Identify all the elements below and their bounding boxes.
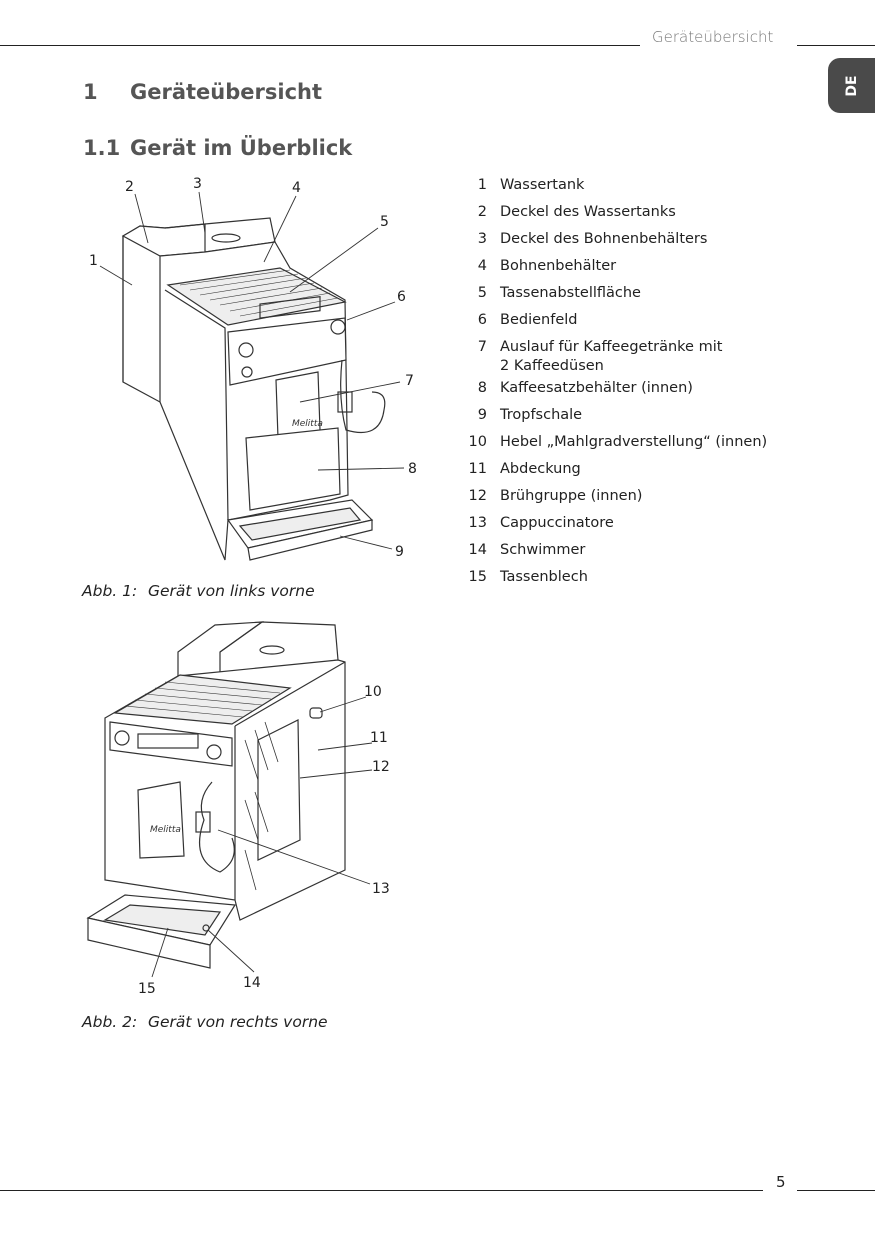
item-number: 9	[477, 407, 487, 423]
subsection-title: Gerät im Überblick	[130, 136, 353, 160]
callout-1: 1	[89, 253, 98, 269]
figure-1-label: Abb. 1:	[82, 582, 138, 600]
list-item: 6 Bedienfeld	[460, 311, 790, 338]
item-label: Kaffeesatzbehälter (innen)	[500, 380, 693, 396]
figure-2-caption-text: Gerät von rechts vorne	[148, 1013, 328, 1031]
callout-8: 8	[408, 461, 417, 477]
svg-text:Melitta: Melitta	[292, 419, 323, 429]
list-item: 7 Auslauf für Kaffeegetränke mit 2 Kaffeed…	[460, 338, 790, 379]
section-heading: 1 Geräteübersicht	[83, 80, 322, 104]
item-number: 6	[477, 312, 487, 328]
list-item: 1 Wassertank	[460, 176, 790, 203]
running-title: Geräteübersicht	[652, 28, 774, 46]
item-number: 1	[477, 177, 487, 193]
list-item: 14 Schwimmer	[460, 541, 790, 568]
section-title: Geräteübersicht	[130, 80, 323, 104]
parts-list: 1 Wassertank 2 Deckel des Wassertanks 3 Dec…	[460, 176, 790, 595]
list-item: 2 Deckel des Wassertanks	[460, 203, 790, 230]
item-number: 5	[477, 285, 487, 301]
figure-2-label: Abb. 2:	[82, 1013, 138, 1031]
list-item: 4 Bohnenbehälter	[460, 257, 790, 284]
item-number: 11	[468, 461, 487, 477]
item-label: Schwimmer	[500, 542, 586, 558]
footer-rule-right	[797, 1190, 875, 1191]
page-number: 5	[776, 1173, 786, 1191]
subsection-heading: 1.1 Gerät im Überblick	[83, 136, 352, 160]
list-item: 15 Tassenblech	[460, 568, 790, 595]
figure-1-caption-text: Gerät von links vorne	[148, 582, 315, 600]
item-label: Hebel „Mahlgradverstellung“ (innen)	[500, 434, 768, 450]
section-number: 1	[83, 80, 98, 104]
item-label: Brühgruppe (innen)	[500, 488, 643, 504]
list-item: 10 Hebel „Mahlgradverstellung“ (innen)	[460, 433, 790, 460]
list-item: 3 Deckel des Bohnenbehälters	[460, 230, 790, 257]
callout-9: 9	[395, 544, 404, 560]
item-number: 15	[468, 569, 487, 585]
list-item: 11 Abdeckung	[460, 460, 790, 487]
item-label: Wassertank	[500, 177, 585, 193]
header-rule-left	[0, 45, 640, 46]
item-label: Cappuccinatore	[500, 515, 614, 531]
item-number: 7	[477, 339, 487, 355]
item-number: 8	[477, 380, 487, 396]
list-item: 5 Tassenabstellfläche	[460, 284, 790, 311]
item-label: Tassenblech	[500, 569, 588, 585]
list-item: 9 Tropfschale	[460, 406, 790, 433]
callout-5: 5	[380, 214, 389, 230]
item-label-line2: 2 Kaffeedüsen	[500, 358, 604, 374]
item-label: Deckel des Wassertanks	[500, 204, 676, 220]
item-number: 3	[477, 231, 487, 247]
item-label: Tassenabstellfläche	[500, 285, 641, 301]
item-label: Tropfschale	[500, 407, 583, 423]
item-number: 2	[477, 204, 487, 220]
item-label: Bedienfeld	[500, 312, 578, 328]
language-tab: DE	[828, 58, 875, 113]
item-number: 10	[468, 434, 487, 450]
list-item: 8 Kaffeesatzbehälter (innen)	[460, 379, 790, 406]
figure-2-caption: Abb. 2: Gerät von rechts vorne	[82, 1013, 328, 1031]
callout-4: 4	[292, 180, 301, 196]
item-label: Abdeckung	[500, 461, 581, 477]
header-rule-right	[797, 45, 875, 46]
callout-2: 2	[125, 179, 134, 195]
item-number: 13	[468, 515, 487, 531]
subsection-number: 1.1	[83, 136, 121, 160]
item-number: 12	[468, 488, 487, 504]
list-item: 12 Brühgruppe (innen)	[460, 487, 790, 514]
item-label: Auslauf für Kaffeegetränke mit 2 Kaffeedü…	[500, 338, 790, 379]
item-label: Bohnenbehälter	[500, 258, 617, 274]
item-number: 14	[468, 542, 487, 558]
figure-1-caption: Abb. 1: Gerät von links vorne	[82, 582, 315, 600]
item-label-line1: Auslauf für Kaffeegetränke mit	[500, 339, 723, 355]
list-item: 13 Cappuccinatore	[460, 514, 790, 541]
footer-rule-left	[0, 1190, 763, 1191]
item-label: Deckel des Bohnenbehälters	[500, 231, 708, 247]
callout-6: 6	[397, 289, 406, 305]
callout-3: 3	[193, 176, 202, 192]
callout-7: 7	[405, 373, 414, 389]
item-number: 4	[477, 258, 487, 274]
